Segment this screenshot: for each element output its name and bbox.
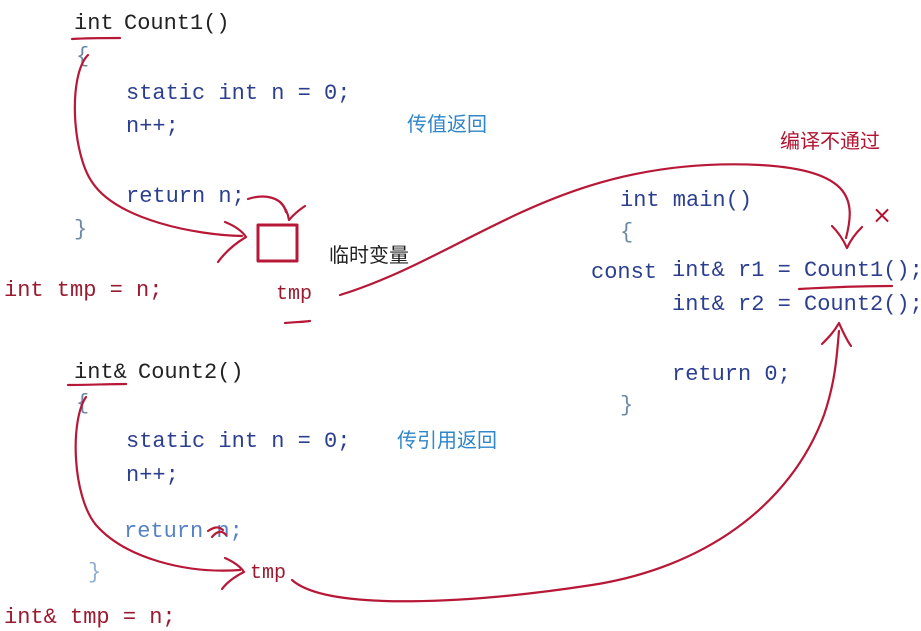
main-close-brace: } bbox=[620, 393, 634, 418]
count2-line-static: static int n = 0; bbox=[126, 429, 351, 454]
count1-open-brace: { bbox=[76, 44, 90, 69]
underline-int-count1 bbox=[70, 36, 122, 41]
compile-error-note: 编译不通过 bbox=[780, 129, 880, 153]
reference-return-note: 传引用返回 bbox=[397, 428, 497, 452]
count2-return-type: int& bbox=[74, 360, 127, 385]
const-keyword: const bbox=[591, 260, 658, 285]
temp-reference-code: int& tmp = n; bbox=[4, 605, 176, 630]
count1-line-static: static int n = 0; bbox=[126, 81, 351, 106]
arrowhead-count2-to-tmp bbox=[220, 556, 246, 591]
count2-close-brace: } bbox=[88, 560, 102, 585]
count1-line-increment: n++; bbox=[126, 114, 179, 139]
arrowhead-count1-to-temp bbox=[216, 220, 248, 264]
main-signature: int main() bbox=[620, 188, 753, 213]
count1-return-type: int bbox=[74, 11, 114, 36]
arrowhead-count2-tmp-to-main bbox=[820, 321, 853, 348]
error-x-mark: × bbox=[872, 201, 893, 229]
main-line-r1: int& r1 = Count1(); bbox=[672, 258, 921, 283]
main-line-r2: int& r2 = Count2(); bbox=[672, 292, 921, 317]
count2-tmp-label: tmp bbox=[250, 562, 287, 585]
temporary-variable-box bbox=[256, 223, 299, 263]
temp-value-code: int tmp = n; bbox=[4, 278, 163, 303]
count2-open-brace: { bbox=[76, 391, 90, 416]
count1-close-brace: } bbox=[74, 217, 88, 242]
arrowhead-tmp-to-count1 bbox=[830, 224, 864, 250]
value-return-note: 传值返回 bbox=[407, 112, 487, 136]
underline-count1-main bbox=[797, 284, 894, 291]
underline-tmp-top bbox=[283, 319, 312, 325]
temp1-tmp-label: tmp bbox=[276, 283, 313, 306]
count1-line-return: return n; bbox=[126, 184, 245, 209]
count2-line-increment: n++; bbox=[126, 463, 179, 488]
arrow-return-to-box bbox=[246, 195, 288, 214]
main-open-brace: { bbox=[620, 220, 634, 245]
count1-name: Count1() bbox=[124, 11, 230, 36]
main-return-line: return 0; bbox=[672, 362, 791, 387]
arrowhead-return-to-box bbox=[278, 200, 307, 222]
temporary-variable-label: 临时变量 bbox=[329, 243, 409, 267]
count2-line-return: return n; bbox=[124, 519, 243, 544]
count2-name: Count2() bbox=[138, 360, 244, 385]
